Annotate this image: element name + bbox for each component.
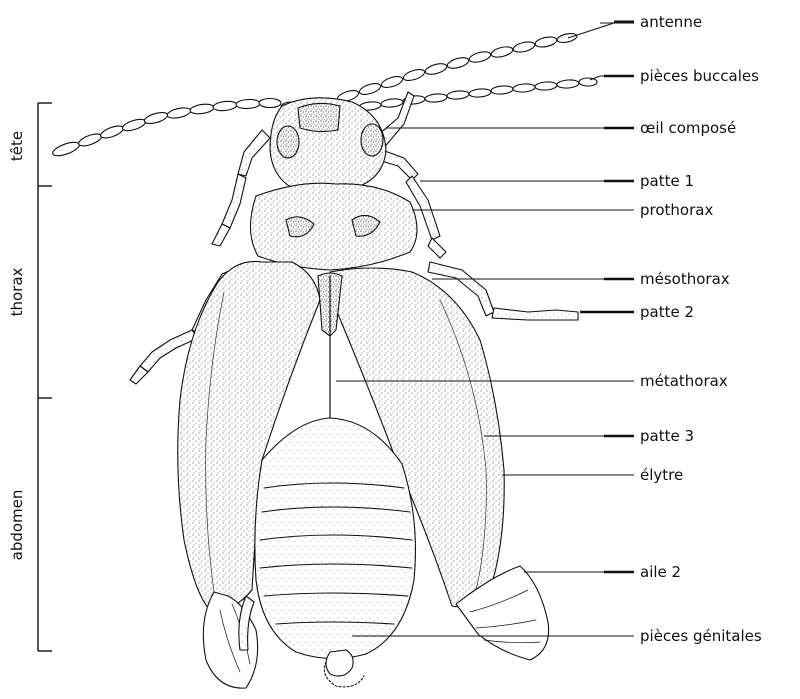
left-antenna (51, 99, 301, 159)
region-bracket (38, 103, 52, 651)
label-patte-2: patte 2 (640, 303, 694, 321)
label-metathorax: métathorax (640, 372, 728, 390)
label-pieces-genitales: pièces génitales (640, 627, 762, 645)
label-patte-3: patte 3 (640, 427, 694, 445)
label-antenne: antenne (640, 13, 702, 31)
label-oeil-compose: œil composé (640, 119, 736, 137)
region-label-abdomen: abdomen (8, 490, 26, 561)
prothorax-shape (250, 183, 417, 270)
abdomen-shape (255, 418, 416, 659)
metathorax-shape (318, 273, 342, 420)
leader-antenne (568, 23, 614, 38)
label-patte-1: patte 1 (640, 172, 694, 190)
label-elytre: élytre (640, 466, 683, 484)
region-label-thorax: thorax (8, 267, 26, 316)
beetle-illustration (51, 32, 597, 688)
label-aile-2: aile 2 (640, 563, 681, 581)
label-mesothorax: mésothorax (640, 270, 730, 288)
head (270, 98, 386, 192)
label-pieces-buccales: pièces buccales (640, 67, 759, 85)
region-label-tete: tête (8, 131, 26, 161)
labels: antenne pièces buccales œil composé patt… (640, 13, 762, 645)
label-prothorax: prothorax (640, 201, 713, 219)
